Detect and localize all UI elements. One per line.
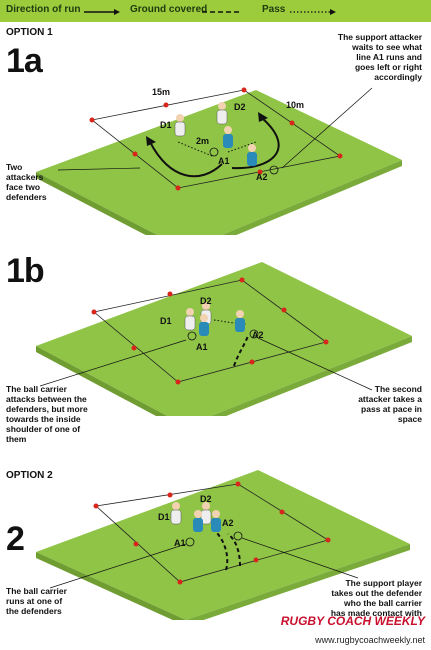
attacker-a1: [193, 510, 203, 532]
legend-ground-label: Ground covered: [130, 4, 208, 15]
player-label-a2: A2: [222, 518, 234, 528]
size-top-label: 15m: [152, 87, 170, 97]
size-right-label: 10m: [286, 100, 304, 110]
player-label-a2: A2: [252, 330, 264, 340]
player-label-d2: D2: [200, 296, 212, 306]
option-2-heading: OPTION 2: [6, 470, 53, 481]
diagram-2-id: 2: [6, 520, 25, 558]
brand-logo: RUGBY COACH WEEKLY: [280, 614, 425, 628]
legend-direction-label: Direction of run: [6, 4, 81, 15]
note-2-right: The support player takes out the defende…: [330, 578, 422, 618]
attacker-a2: [235, 310, 245, 332]
note-1b-right: The second attacker takes a pass at pace…: [358, 384, 422, 424]
ground-line-a1: [215, 531, 229, 571]
note-1b-left: The ball carrier attacks between the def…: [6, 384, 88, 444]
player-label-d1: D1: [160, 120, 172, 130]
player-label-a1: A1: [218, 156, 230, 166]
player-label-a2: A2: [256, 172, 268, 182]
player-label-d2: D2: [200, 494, 212, 504]
player-label-a1: A1: [196, 342, 208, 352]
pass-line-right: [227, 141, 257, 153]
ground-line-a2: [227, 533, 241, 567]
pitch-surface: [36, 90, 402, 235]
dotted-arrow-icon: [290, 9, 336, 15]
diagram-1a-pitch: 15m 10m 2m D1 D2 A1 A2: [36, 87, 402, 235]
run-arrow-right: [231, 117, 280, 170]
diagram-2-pitch: D1 D2 A1 A2: [36, 470, 410, 620]
player-label-d2: D2: [234, 102, 246, 112]
defender-d2: [216, 102, 228, 125]
player-label-a1: A1: [174, 538, 186, 548]
defender-d1: [184, 308, 196, 331]
note-1a-right: The support attacker waits to see what l…: [337, 32, 422, 82]
defender-d1: [174, 114, 186, 137]
note-2-left: The ball carrier runs at one of the defe…: [6, 586, 67, 616]
defender-d2: [200, 502, 212, 525]
option-1-heading: OPTION 1: [6, 27, 53, 38]
legend-bar: Direction of run Ground covered Pass: [0, 0, 431, 22]
pass-line-left: [177, 141, 213, 157]
legend-pass-label: Pass: [262, 4, 286, 15]
defender-d1: [170, 502, 182, 525]
note-1a-left: Two attackers face two defenders: [6, 162, 47, 202]
ground-line: [233, 335, 249, 367]
run-arrow-left: [149, 141, 223, 178]
diagram-1a-id: 1a: [6, 42, 43, 80]
solid-arrow-icon: [84, 9, 120, 15]
diagram-1b-pitch: D1 D2 A1 A2: [36, 262, 412, 416]
attacker-a1: [223, 126, 233, 148]
diagram-1b-id: 1b: [6, 252, 45, 290]
size-inner-label: 2m: [196, 136, 209, 146]
dashed-line-icon: [202, 11, 242, 13]
website-url[interactable]: www.rugbycoachweekly.net: [315, 635, 425, 645]
player-label-d1: D1: [158, 512, 170, 522]
pitch-surface: [36, 262, 412, 416]
pitch-surface: [36, 470, 410, 620]
attacker-a2: [247, 144, 257, 166]
attacker-a2: [211, 510, 221, 532]
attacker-a1: [199, 314, 209, 336]
player-label-d1: D1: [160, 316, 172, 326]
